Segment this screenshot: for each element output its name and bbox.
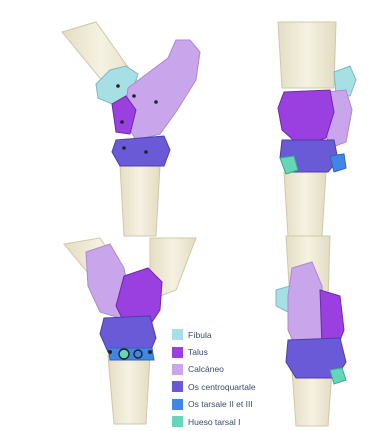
talus-bone	[278, 90, 334, 146]
legend-item-tarsale-II-III: Os tarsale II et III	[172, 396, 292, 413]
centroquartale-bone	[100, 316, 156, 352]
marker-dot	[132, 94, 136, 98]
calcaneus-bone	[124, 40, 200, 140]
legend-swatch	[172, 364, 183, 375]
legend-swatch	[172, 399, 183, 410]
legend-item-fibula: Fíbula	[172, 326, 292, 343]
legend-swatch	[172, 329, 183, 340]
view-top-right	[278, 22, 356, 236]
legend-label: Calcáneo	[188, 364, 224, 374]
tarsal-I-bone	[330, 368, 346, 384]
metatarsal-bone	[120, 165, 160, 236]
legend: Fíbula Talus Calcáneo Os centroquartale …	[172, 326, 292, 430]
legend-item-centroquartale: Os centroquartale	[172, 378, 292, 395]
marker-dot	[108, 350, 112, 354]
tibia-bone	[278, 22, 336, 88]
tarsale-II-III-bone	[108, 348, 154, 360]
marker-dot	[122, 146, 126, 150]
marker-dot	[144, 150, 148, 154]
legend-swatch	[172, 347, 183, 358]
legend-swatch	[172, 381, 183, 392]
legend-label: Talus	[188, 347, 208, 357]
marker-dot	[116, 84, 120, 88]
legend-item-talus: Talus	[172, 343, 292, 360]
legend-label: Os centroquartale	[188, 382, 256, 392]
marker-dot	[154, 100, 158, 104]
centroquartale-bone	[112, 136, 170, 166]
legend-item-calcaneus: Calcáneo	[172, 361, 292, 378]
legend-item-tarsal-I: Hueso tarsal I	[172, 413, 292, 430]
legend-label: Hueso tarsal I	[188, 417, 240, 427]
metatarsal-bone	[284, 172, 326, 236]
tarsale-II-III-bone	[330, 154, 346, 172]
marker-dot	[148, 350, 152, 354]
marker-dot	[120, 120, 124, 124]
tarsal-I-bone	[119, 349, 129, 359]
legend-label: Os tarsale II et III	[188, 399, 253, 409]
metatarsal-bone	[108, 356, 150, 424]
legend-label: Fíbula	[188, 330, 212, 340]
legend-swatch	[172, 416, 183, 427]
view-top-left	[62, 22, 200, 236]
